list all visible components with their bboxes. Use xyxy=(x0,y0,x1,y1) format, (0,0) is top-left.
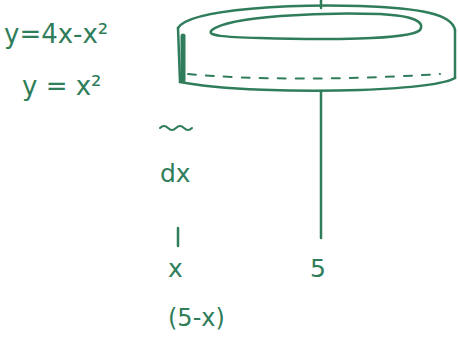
axis-line xyxy=(320,92,323,238)
math-label: dx xyxy=(160,160,191,188)
math-label: x xyxy=(168,255,183,283)
axis-line xyxy=(320,0,323,8)
math-label: y=4x-x² xyxy=(4,20,108,49)
shell-side xyxy=(178,28,180,82)
shell-side xyxy=(454,30,457,78)
math-label: 5 xyxy=(310,255,326,283)
shell-inner-bottom xyxy=(188,74,440,79)
math-label: y = x² xyxy=(22,72,102,101)
shell-bottom xyxy=(180,78,455,91)
height-bar xyxy=(181,36,186,80)
dx-mark xyxy=(160,126,192,130)
x-tick xyxy=(177,228,180,246)
math-label: (5-x) xyxy=(168,305,225,331)
shell-inner-rim xyxy=(211,14,422,40)
